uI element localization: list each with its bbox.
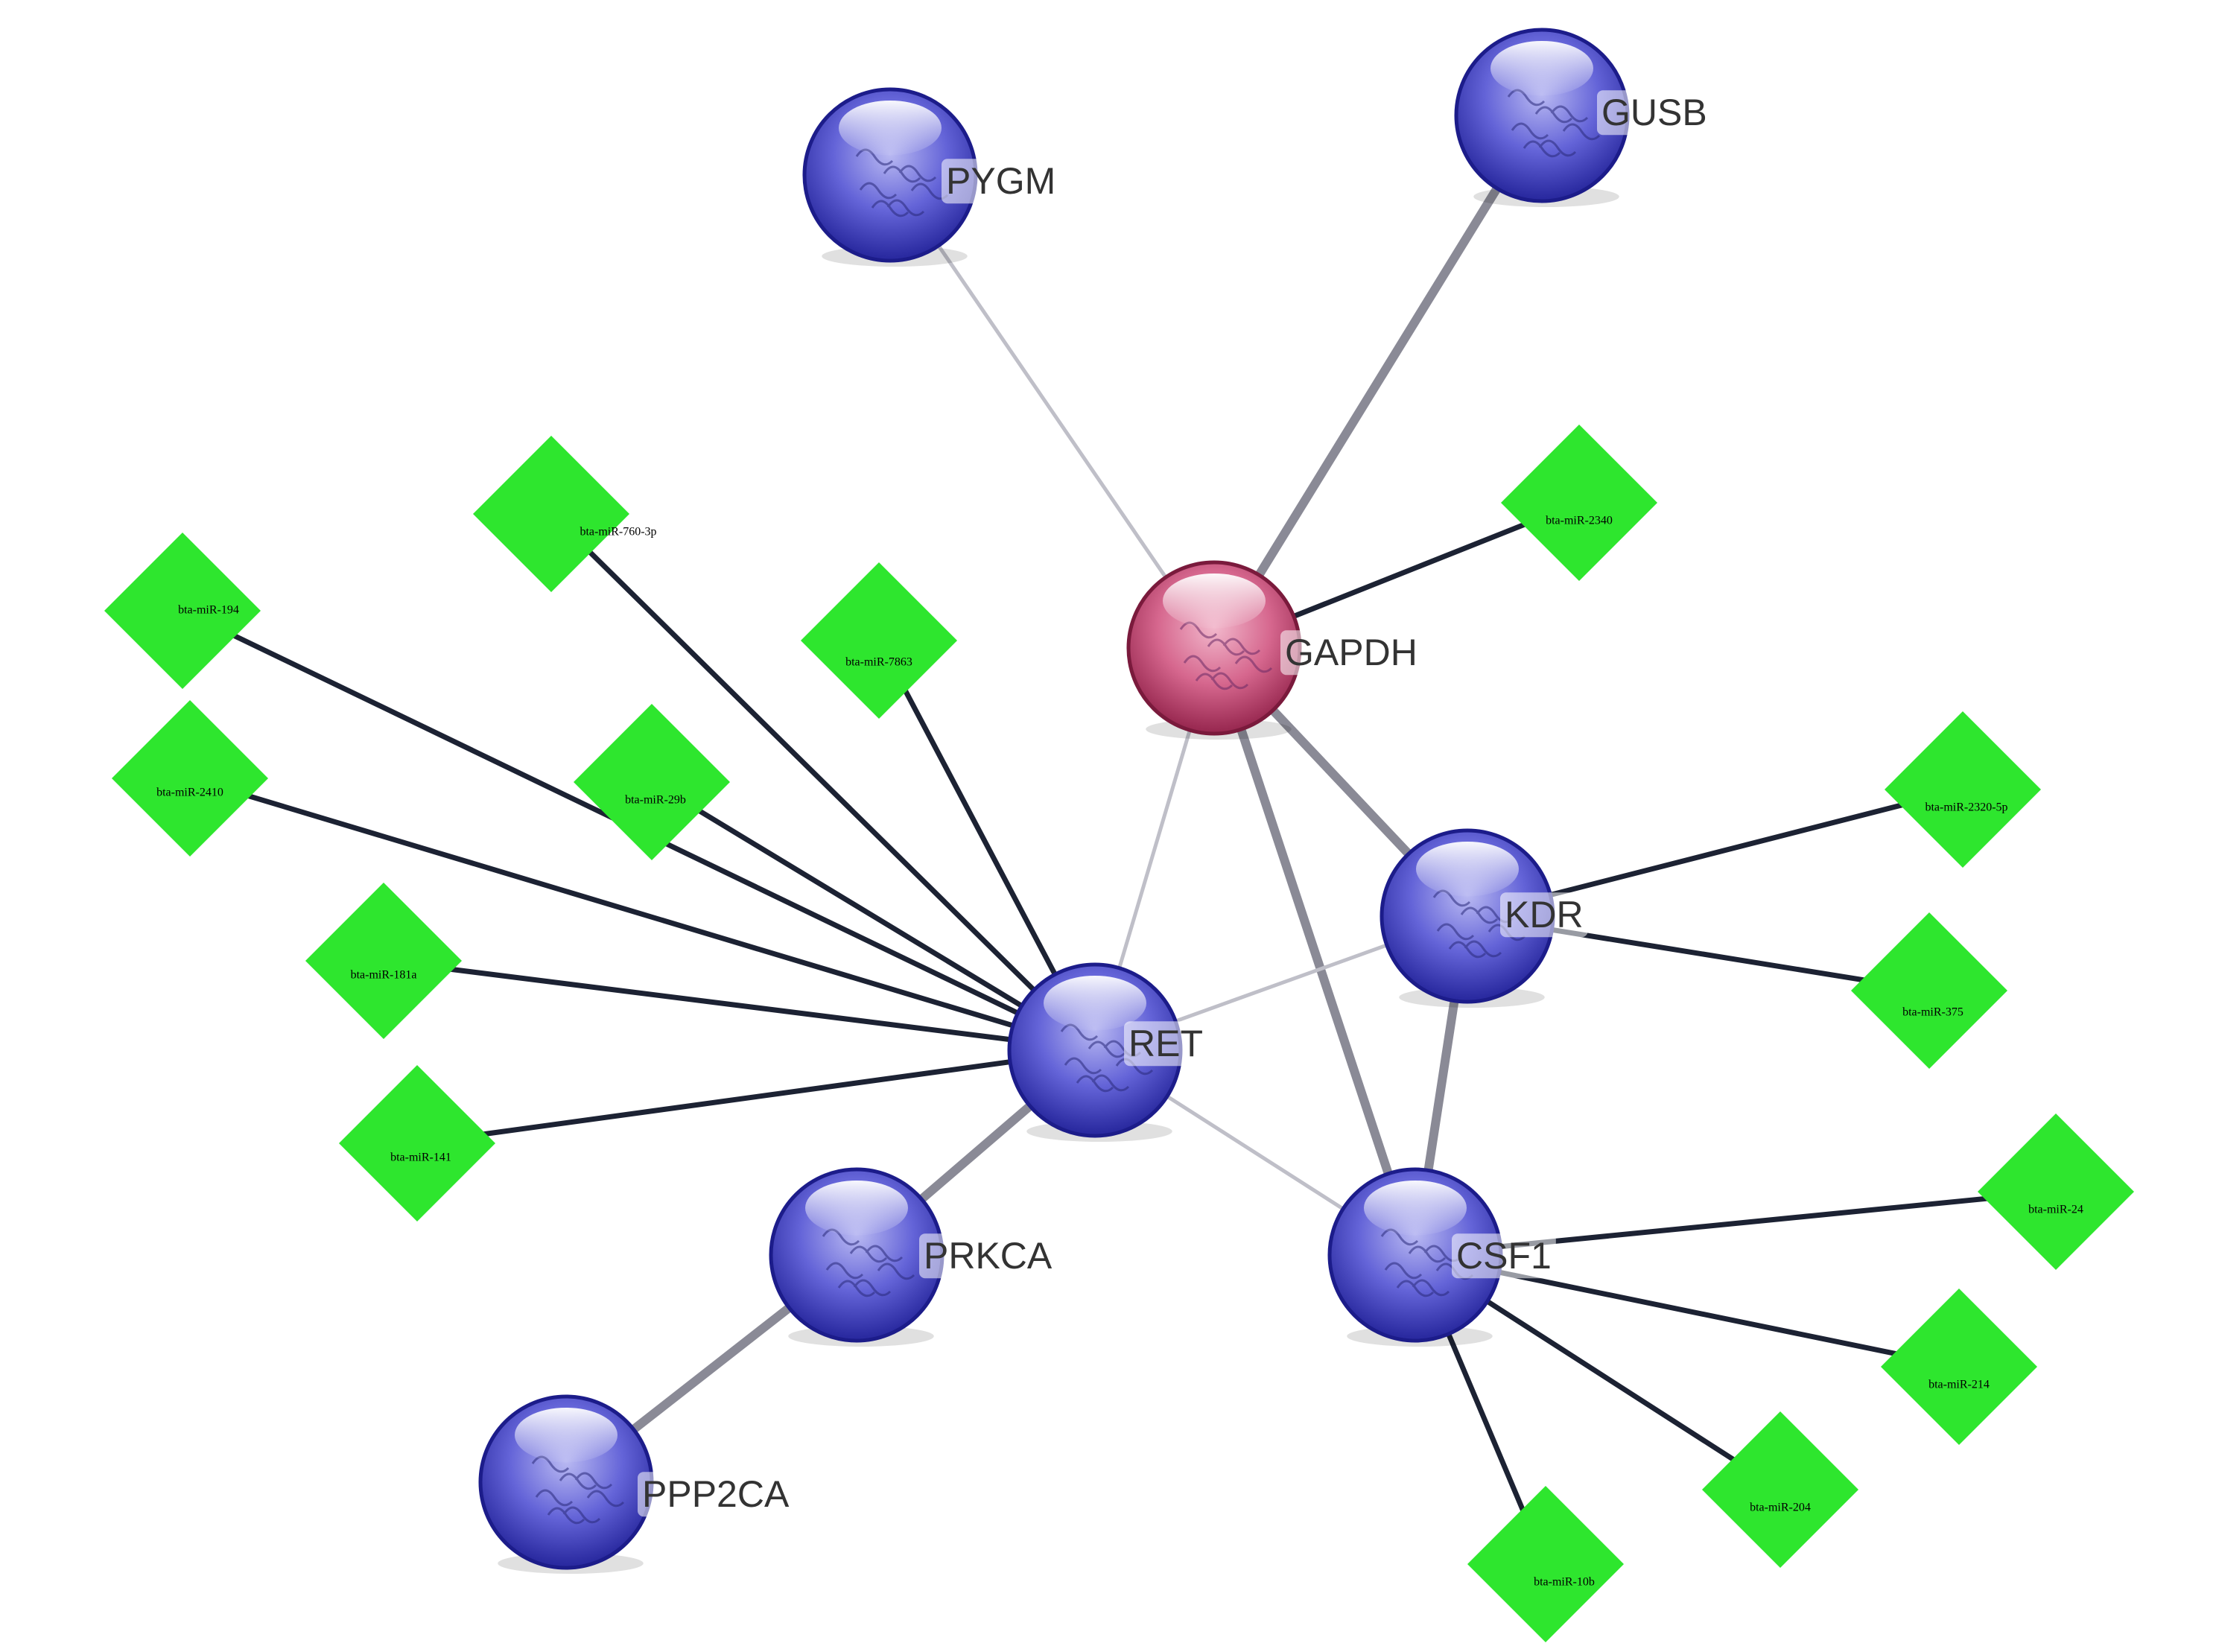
- protein-node-kdr[interactable]: [1380, 828, 1555, 1008]
- node-highlight: [805, 1180, 908, 1236]
- protein-node-ret[interactable]: [1007, 962, 1183, 1142]
- edge-gusb-gapdh: [1210, 112, 1546, 651]
- mirna-node-m194[interactable]: [104, 533, 261, 689]
- protein-structure-icon: [1507, 89, 1601, 158]
- edge-pygm-gapdh: [888, 174, 1216, 649]
- protein-label-pygm: PYGM: [946, 160, 1055, 202]
- protein-structure-icon: [1179, 621, 1273, 690]
- protein-structure-icon: [855, 148, 949, 217]
- mirna-node-m204[interactable]: [1702, 1411, 1858, 1568]
- mirna-label-m760: bta-miR-760-3p: [580, 526, 656, 539]
- protein-label-gusb: GUSB: [1601, 92, 1707, 133]
- edges-layer: [181, 112, 2057, 1566]
- protein-node-gapdh[interactable]: [1126, 560, 1302, 740]
- mirna-node-m7863[interactable]: [801, 562, 957, 719]
- mirna-label-m375: bta-miR-375: [1902, 1006, 1963, 1019]
- protein-structure-icon: [531, 1455, 625, 1525]
- edge-gapdh-csf1: [1210, 646, 1420, 1257]
- nodes-layer: [104, 28, 2134, 1642]
- mirna-label-m29b: bta-miR-29b: [625, 794, 686, 807]
- protein-node-csf1[interactable]: [1327, 1167, 1503, 1347]
- mirna-label-m2340: bta-miR-2340: [1546, 515, 1613, 527]
- mirna-label-m141: bta-miR-141: [390, 1151, 451, 1164]
- mirna-node-m2410[interactable]: [112, 700, 268, 857]
- label-backdrop: [1452, 1233, 1556, 1279]
- mirna-node-m10b[interactable]: [1467, 1486, 1624, 1642]
- protein-label-ret: RET: [1128, 1023, 1203, 1064]
- edge-m2410-ret: [188, 775, 1096, 1053]
- protein-label-prkca: PRKCA: [924, 1235, 1053, 1277]
- label-backdrop: [638, 1472, 794, 1517]
- mirna-label-m7863: bta-miR-7863: [845, 656, 912, 669]
- mirna-label-m181a: bta-miR-181a: [351, 969, 417, 982]
- node-highlight: [515, 1407, 618, 1463]
- mirna-label-m24: bta-miR-24: [2028, 1204, 2083, 1216]
- mirna-node-m29b[interactable]: [574, 704, 730, 860]
- mirna-label-m10b: bta-miR-10b: [1534, 1576, 1595, 1589]
- mirna-node-m375[interactable]: [1851, 912, 2007, 1069]
- protein-label-kdr: KDR: [1505, 894, 1584, 935]
- mirna-node-m141[interactable]: [339, 1065, 495, 1221]
- mirna-label-m2320: bta-miR-2320-5p: [1925, 801, 2007, 814]
- mirna-node-m2320[interactable]: [1885, 711, 2041, 868]
- mirna-node-m2340[interactable]: [1501, 425, 1657, 581]
- edge-m760-ret: [549, 512, 1097, 1052]
- protein-node-ppp2ca[interactable]: [478, 1394, 654, 1574]
- protein-node-gusb[interactable]: [1454, 28, 1630, 207]
- node-highlight: [1416, 841, 1519, 897]
- node-highlight: [1044, 975, 1146, 1031]
- label-backdrop: [1597, 90, 1712, 136]
- node-highlight: [1163, 573, 1266, 629]
- mirna-label-m194: bta-miR-194: [178, 604, 239, 617]
- mirna-node-m181a[interactable]: [305, 883, 462, 1039]
- protein-node-pygm[interactable]: [802, 87, 978, 267]
- label-backdrop: [919, 1233, 1057, 1279]
- node-highlight: [1490, 40, 1593, 96]
- protein-label-gapdh: GAPDH: [1285, 632, 1417, 673]
- node-highlight: [1364, 1180, 1467, 1236]
- label-backdrop: [1124, 1021, 1207, 1067]
- mirna-label-m204: bta-miR-204: [1750, 1502, 1811, 1514]
- label-backdrop: [1500, 892, 1588, 938]
- protein-structure-icon: [822, 1228, 915, 1297]
- mirna-node-m760[interactable]: [473, 436, 629, 592]
- protein-node-prkca[interactable]: [769, 1167, 945, 1347]
- label-backdrop: [1280, 630, 1422, 676]
- label-backdrop: [942, 159, 1061, 204]
- mirna-label-m214: bta-miR-214: [1928, 1379, 1990, 1391]
- mirna-label-m2410: bta-miR-2410: [156, 787, 223, 799]
- node-highlight: [839, 100, 942, 156]
- mirna-node-m24[interactable]: [1978, 1113, 2134, 1270]
- protein-label-ppp2ca: PPP2CA: [642, 1473, 790, 1515]
- edge-m181a-ret: [383, 958, 1096, 1053]
- mirna-node-m214[interactable]: [1881, 1289, 2037, 1445]
- edge-m141-ret: [416, 1047, 1096, 1146]
- protein-label-csf1: CSF1: [1456, 1235, 1552, 1277]
